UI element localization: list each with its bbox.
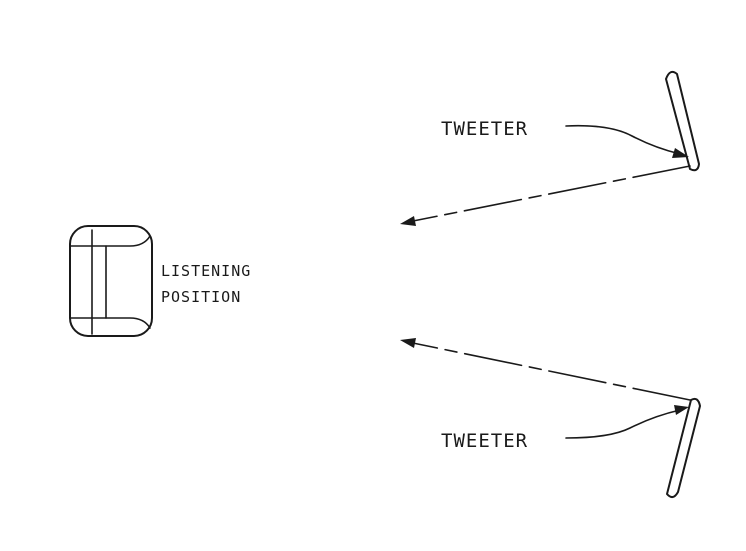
sound-path-bottom xyxy=(400,338,691,401)
sound-path-top-line xyxy=(407,165,691,223)
armchair-top-arm xyxy=(69,235,151,247)
tweeter-top-label: TWEETER xyxy=(441,118,528,140)
tweeter-top-leader-line xyxy=(565,124,681,155)
tweeter-bottom-leader-line xyxy=(565,409,681,439)
tweeter-bottom-label: TWEETER xyxy=(441,430,528,452)
speaker-bottom xyxy=(666,397,701,498)
tweeter-bottom-leader xyxy=(565,405,689,439)
armchair-outline xyxy=(69,225,153,337)
sound-path-top-arrowhead xyxy=(400,216,416,226)
speaker-top xyxy=(665,70,700,172)
listening-label-line1: LISTENING xyxy=(161,262,251,280)
speaker-bottom-panel xyxy=(666,397,701,498)
armchair-bottom-arm xyxy=(69,317,151,329)
listening-label-line2: POSITION xyxy=(161,288,241,306)
armchair xyxy=(69,225,153,337)
sound-path-bottom-line xyxy=(407,341,691,401)
tweeter-bottom-leader-arrowhead xyxy=(674,405,689,415)
tweeter-top-leader xyxy=(565,124,689,158)
speaker-top-panel xyxy=(665,70,700,172)
sound-path-top xyxy=(400,165,691,226)
tweeter-top-leader-arrowhead xyxy=(672,148,689,158)
sound-path-bottom-arrowhead xyxy=(400,338,416,348)
